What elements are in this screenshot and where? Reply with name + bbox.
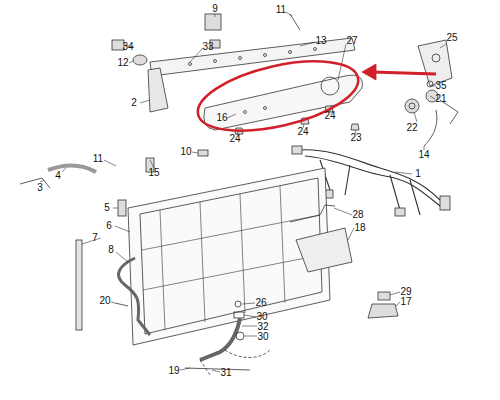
callout-number: 5	[104, 203, 110, 213]
callout-number: 30	[256, 312, 267, 322]
callout-number: 12	[117, 58, 128, 68]
callout-number: 6	[106, 221, 112, 231]
callout-number: 11	[93, 154, 103, 164]
callout-number: 26	[255, 298, 266, 308]
callout-number: 11	[276, 5, 286, 15]
callout-number: 20	[99, 296, 110, 306]
trim-strip	[76, 240, 82, 330]
callout-number: 18	[354, 223, 365, 233]
panel-frame	[142, 186, 321, 330]
callout-number: 8	[108, 245, 114, 255]
callout-number: 4	[55, 171, 61, 181]
callout-number: 23	[350, 133, 361, 143]
clip	[48, 165, 96, 172]
callout-number: 30	[257, 332, 268, 342]
end-cap	[418, 40, 452, 86]
callout-number: 24	[229, 134, 240, 144]
callout-number: 15	[148, 168, 159, 178]
highlight-arrow	[372, 72, 436, 74]
rear-panel	[128, 168, 330, 345]
timer	[205, 14, 221, 30]
callout-number: 24	[297, 127, 308, 137]
callout-number: 33	[202, 42, 213, 52]
callout-number: 16	[216, 113, 227, 123]
callout-number: 7	[92, 233, 98, 243]
highlight-ellipse	[191, 48, 364, 143]
switch	[112, 40, 124, 50]
callout-number: 19	[168, 366, 179, 376]
callout-number: 1	[415, 169, 421, 179]
leader-lines	[40, 12, 446, 372]
callout-number: 10	[180, 147, 191, 157]
callout-number: 2	[131, 98, 137, 108]
callout-number: 27	[346, 36, 357, 46]
callout-number: 25	[446, 33, 457, 43]
callout-number: 3	[37, 183, 43, 193]
callout-number: 13	[315, 36, 326, 46]
callout-number: 31	[220, 368, 231, 378]
callout-number: 29	[400, 287, 411, 297]
callout-number: 35	[435, 81, 446, 91]
callout-number: 14	[418, 150, 429, 160]
callout-number: 24	[324, 111, 335, 121]
callout-number: 32	[257, 322, 268, 332]
callout-number: 17	[400, 297, 411, 307]
callout-number: 34	[122, 42, 133, 52]
callout-number: 28	[352, 210, 363, 220]
callout-number: 21	[435, 94, 446, 104]
callout-number: 9	[212, 4, 218, 14]
callout-number: 22	[406, 123, 417, 133]
end-cap	[148, 68, 168, 112]
